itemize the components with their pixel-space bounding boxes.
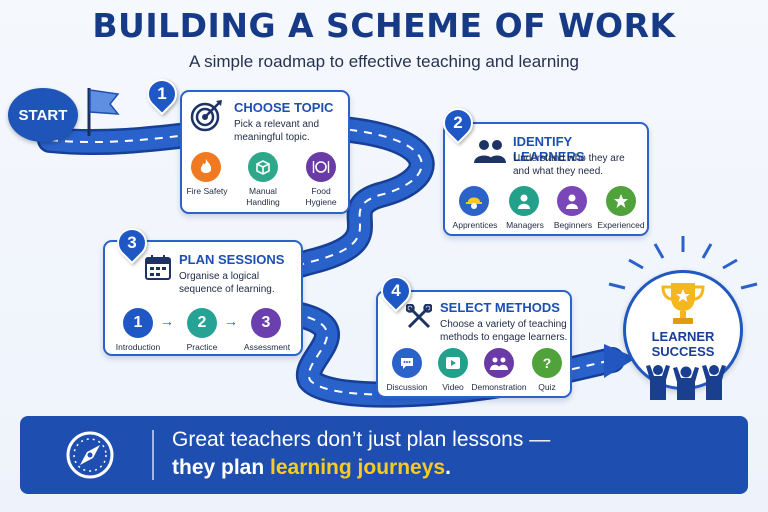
discussion-label: Discussion xyxy=(386,382,428,392)
quote-line-2: they plan learning journeys. xyxy=(172,456,451,479)
video-label: Video xyxy=(442,382,464,392)
person-icon xyxy=(557,186,587,216)
compass-icon xyxy=(66,431,114,479)
step-1-description: Pick a relevant and meaningful topic. xyxy=(234,119,320,143)
fire-safety-label: Fire Safety xyxy=(186,186,228,196)
managers-label: Managers xyxy=(506,220,544,230)
group-icon xyxy=(484,348,514,378)
assessment-label: Assessment xyxy=(243,342,291,352)
demonstration-label: Demonstration xyxy=(471,382,527,392)
star-icon xyxy=(606,186,636,216)
introduction-label: Introduction xyxy=(115,342,161,352)
celebrating-people-icon xyxy=(646,365,726,400)
start-badge: START xyxy=(8,88,78,142)
food-hygiene-label: Food Hygiene xyxy=(305,186,337,207)
page-title: BUILDING A SCHEME OF WORK xyxy=(92,6,676,45)
step-4-card: SELECT METHODS Choose a variety of teach… xyxy=(376,290,572,398)
step-2-card: IDENTIFY LEARNERS Understand who they ar… xyxy=(443,122,649,236)
learner-success-label: LEARNER SUCCESS xyxy=(651,329,715,359)
beginners-label: Beginners xyxy=(553,220,593,230)
trophy-icon xyxy=(661,283,705,324)
people-icon xyxy=(474,140,506,163)
arrow-right-icon: → xyxy=(224,313,238,329)
calendar-icon xyxy=(145,255,171,280)
practice-label: Practice xyxy=(186,342,218,352)
step-4-description: Choose a variety of teaching methods to … xyxy=(440,319,568,343)
page-subtitle: A simple roadmap to effective teaching a… xyxy=(189,52,579,71)
quote-line-1: Great teachers don’t just plan lessons — xyxy=(172,428,551,451)
tools-icon xyxy=(406,304,432,329)
sequence-step-3: 3 xyxy=(251,308,281,338)
hard-hat-icon xyxy=(459,186,489,216)
arrow-right-icon: → xyxy=(160,313,174,329)
apprentices-label: Apprentices xyxy=(452,220,498,230)
box-icon xyxy=(248,152,278,182)
step-1-title: CHOOSE TOPIC xyxy=(234,100,334,115)
flag-icon xyxy=(87,88,120,136)
manual-handling-label: Manual Handling xyxy=(246,186,280,207)
step-3-title: PLAN SESSIONS xyxy=(179,252,285,267)
target-icon xyxy=(190,100,222,132)
chat-icon xyxy=(392,348,422,378)
plate-icon xyxy=(306,152,336,182)
sequence-step-1: 1 xyxy=(123,308,153,338)
step-3-description: Organise a logical sequence of learning. xyxy=(179,271,275,295)
step-2-title: IDENTIFY LEARNERS xyxy=(513,134,585,164)
manager-icon xyxy=(509,186,539,216)
quiz-label: Quiz xyxy=(538,382,556,392)
quote-highlight: learning journeys xyxy=(270,456,446,479)
step-4-title: SELECT METHODS xyxy=(440,300,560,315)
quote-banner: Great teachers don’t just plan lessons —… xyxy=(20,416,748,494)
step-1-card: CHOOSE TOPIC Pick a relevant and meaning… xyxy=(180,90,350,214)
question-icon: ? xyxy=(532,348,562,378)
play-icon xyxy=(438,348,468,378)
step-2-description: Understand who they are and what they ne… xyxy=(513,153,625,177)
flame-icon xyxy=(191,152,221,182)
road-arrowhead xyxy=(604,344,636,378)
sequence-step-2: 2 xyxy=(187,308,217,338)
sparkle-rays xyxy=(608,236,758,290)
banner-divider xyxy=(152,430,154,480)
experienced-label: Experienced xyxy=(597,220,645,230)
